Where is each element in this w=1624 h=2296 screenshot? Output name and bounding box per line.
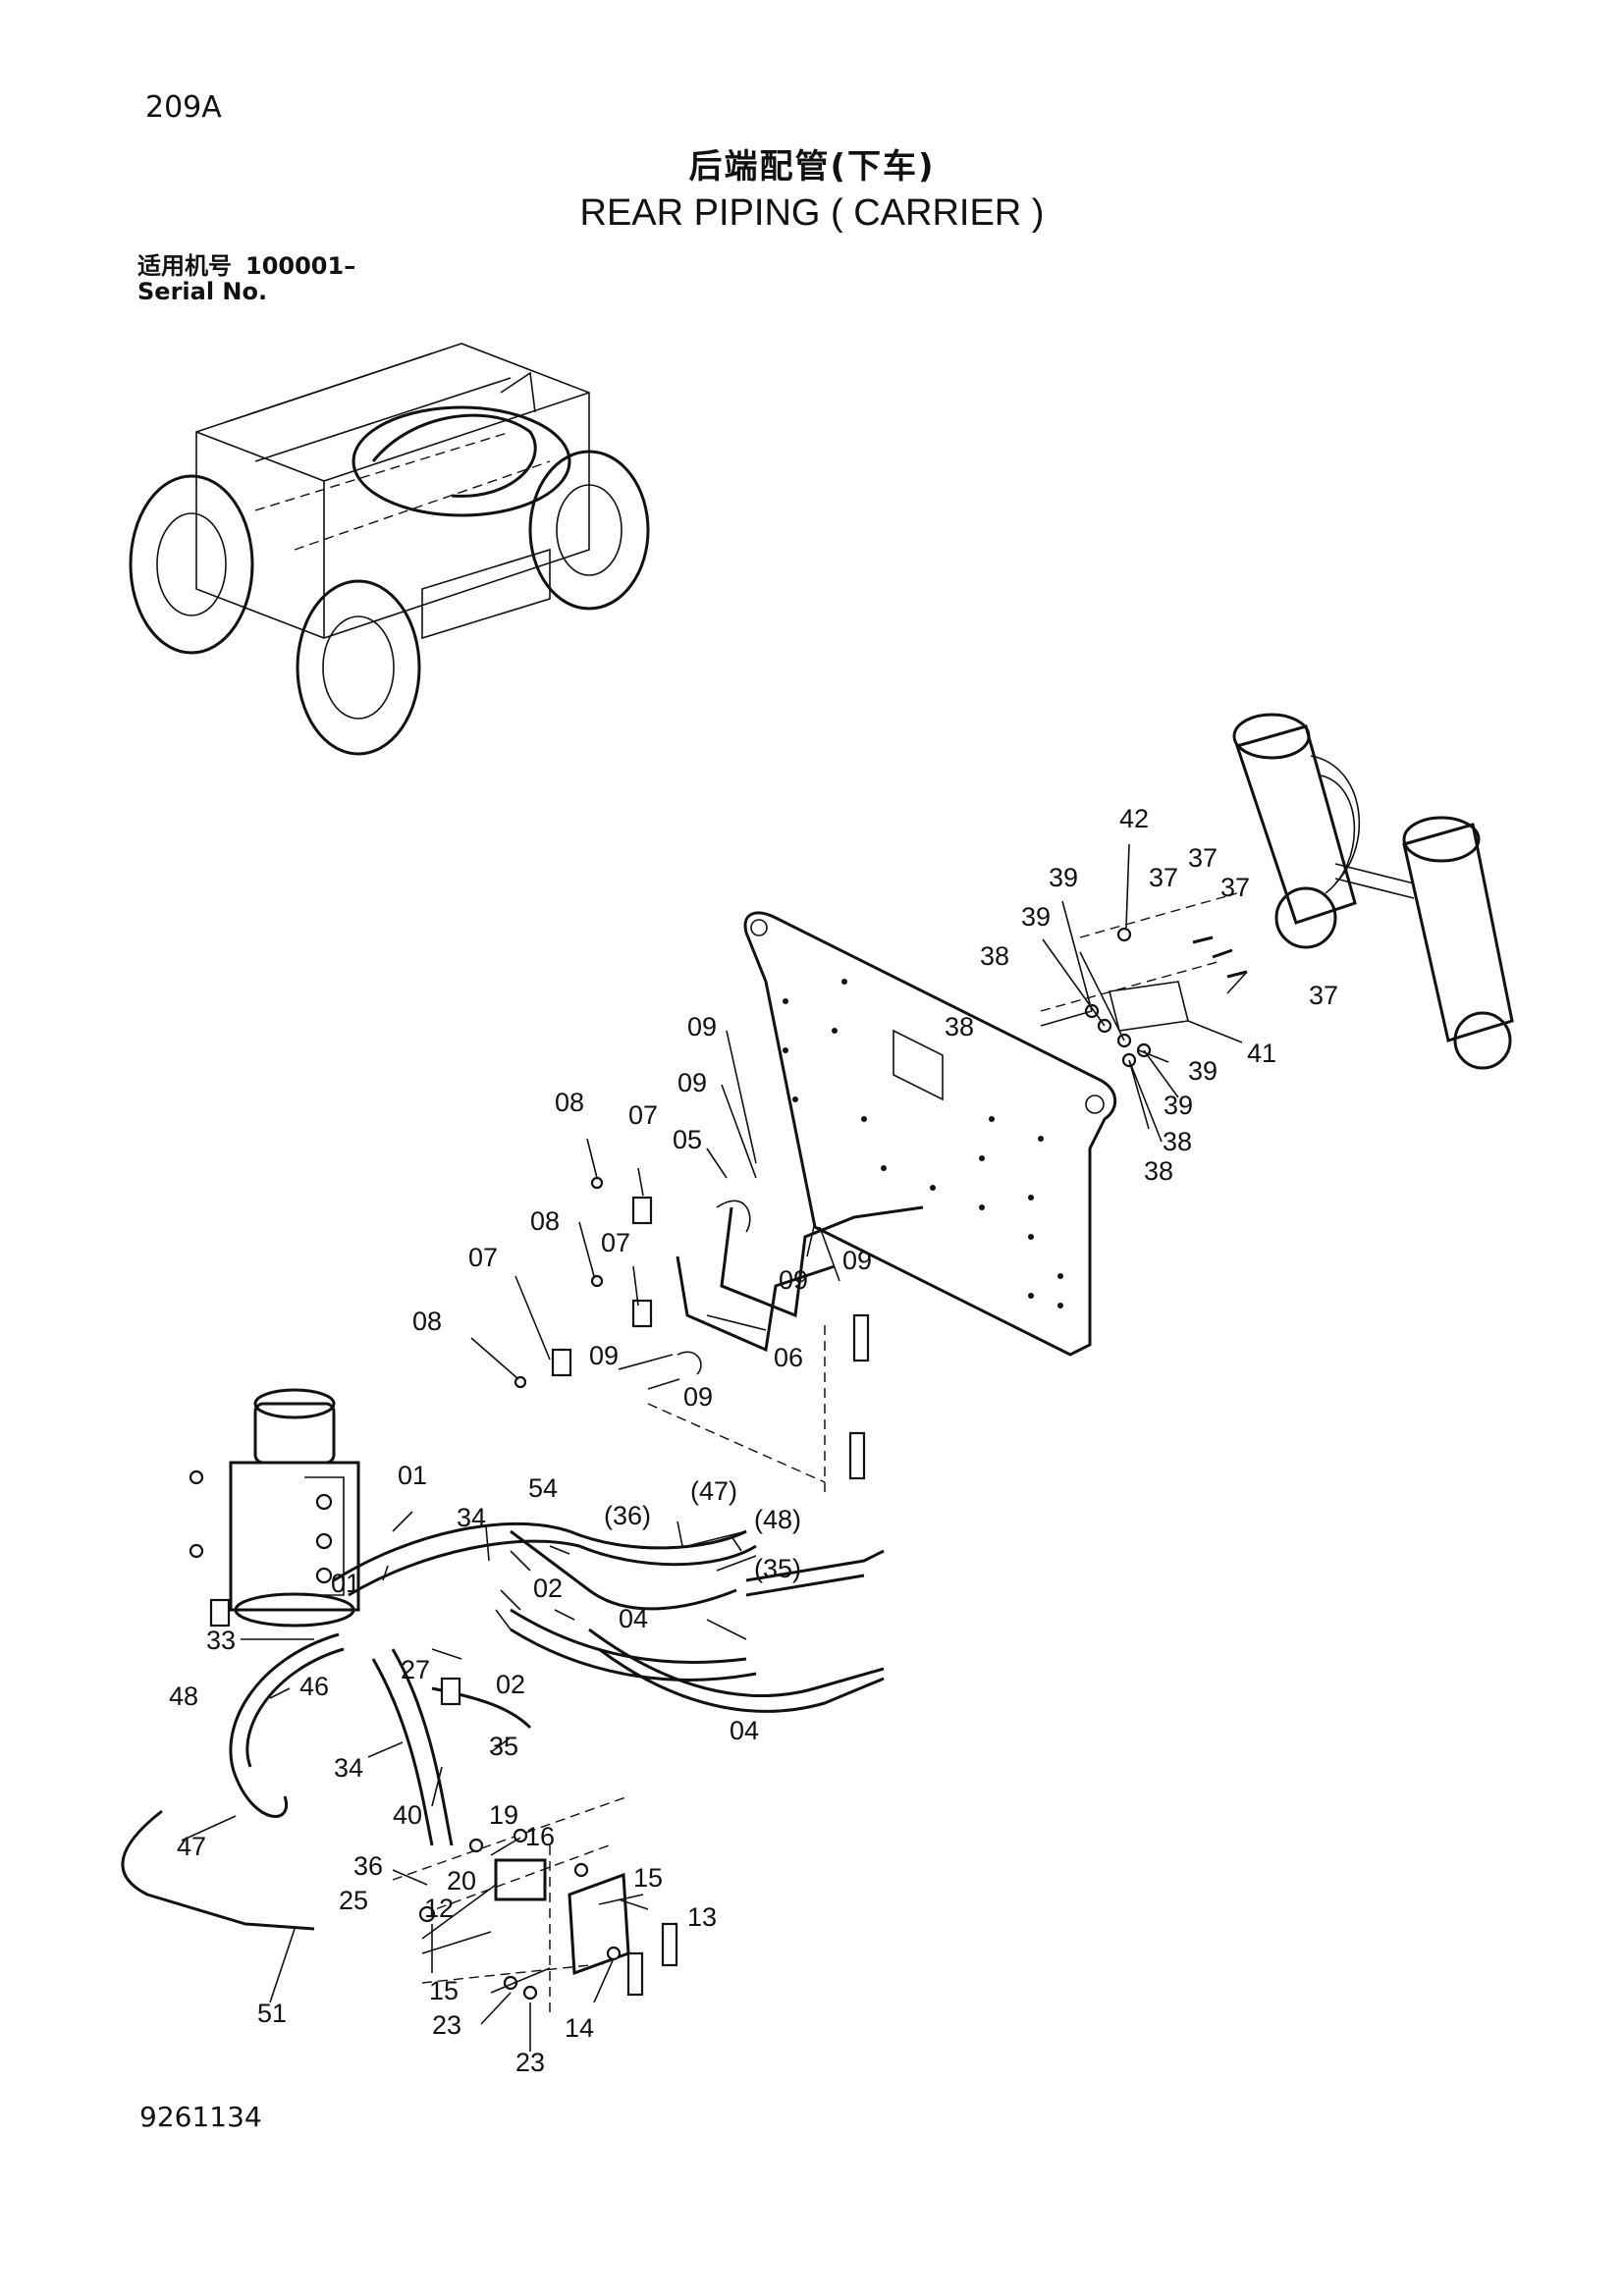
pipes-05-06 xyxy=(514,1176,924,1492)
callout-38: 38 xyxy=(945,1012,974,1041)
callout-20: 20 xyxy=(447,1866,476,1896)
callout-14: 14 xyxy=(565,2013,594,2043)
serial-label-chinese: 适用机号 xyxy=(137,252,232,280)
serial-label: Serial No. xyxy=(137,278,268,305)
carrier-overview-sketch xyxy=(129,343,650,756)
callout-36-ref: (36) xyxy=(604,1501,651,1530)
callout-09: 09 xyxy=(687,1012,717,1041)
callout-01: 01 xyxy=(398,1461,427,1490)
callout-09: 09 xyxy=(779,1265,808,1295)
callout-09: 09 xyxy=(842,1246,872,1275)
callout-35: 35 xyxy=(489,1732,518,1761)
callout-39: 39 xyxy=(1049,863,1078,892)
callout-38: 38 xyxy=(1163,1127,1192,1156)
hoses xyxy=(121,1522,885,1931)
callout-23: 23 xyxy=(515,2048,545,2077)
callout-13: 13 xyxy=(687,1902,717,1932)
callout-38: 38 xyxy=(980,941,1009,971)
leader-lines xyxy=(181,843,1248,2052)
callout-46: 46 xyxy=(299,1672,329,1701)
callout-47: 47 xyxy=(177,1832,206,1861)
document-number: 9261134 xyxy=(139,2101,262,2133)
callout-06: 06 xyxy=(774,1343,803,1372)
callout-35-ref: (35) xyxy=(754,1554,801,1583)
callout-05: 05 xyxy=(673,1125,702,1154)
callout-39: 39 xyxy=(1164,1091,1193,1120)
callout-07: 07 xyxy=(628,1100,658,1130)
serial-number-value: 100001– xyxy=(245,252,356,280)
callout-07: 07 xyxy=(601,1228,630,1257)
callout-08: 08 xyxy=(555,1088,584,1117)
serial-number-block: 适用机号 100001– Serial No. xyxy=(137,253,369,304)
callout-51: 51 xyxy=(257,1999,287,2028)
callout-02: 02 xyxy=(533,1574,563,1603)
steering-cylinders xyxy=(1232,713,1514,1070)
callout-37: 37 xyxy=(1188,843,1218,873)
callout-labels: 42 39 39 38 38 37 37 37 37 39 39 41 38 3… xyxy=(169,804,1338,2077)
page-code: 209A xyxy=(145,90,222,125)
callout-15: 15 xyxy=(633,1863,663,1893)
callout-39: 39 xyxy=(1188,1056,1218,1086)
callout-19: 19 xyxy=(489,1800,518,1830)
callout-37: 37 xyxy=(1149,863,1178,892)
callout-37: 37 xyxy=(1309,981,1338,1010)
callout-25: 25 xyxy=(339,1886,368,1915)
callout-48: 48 xyxy=(169,1682,198,1711)
callout-09: 09 xyxy=(589,1341,619,1370)
callout-12: 12 xyxy=(424,1894,454,1923)
callout-54: 54 xyxy=(528,1473,558,1503)
callout-40: 40 xyxy=(393,1800,422,1830)
callout-02: 02 xyxy=(496,1670,525,1699)
callout-15: 15 xyxy=(429,1976,459,2005)
callout-34: 34 xyxy=(457,1503,486,1532)
callout-42: 42 xyxy=(1119,804,1149,833)
callout-27: 27 xyxy=(401,1655,430,1684)
callout-47-ref: (47) xyxy=(690,1476,737,1506)
callout-08: 08 xyxy=(530,1206,560,1236)
page-title-chinese: 后端配管(下车) xyxy=(688,147,936,187)
callout-09: 09 xyxy=(683,1382,713,1412)
callout-41: 41 xyxy=(1247,1039,1276,1068)
callout-34: 34 xyxy=(334,1753,363,1783)
callout-39: 39 xyxy=(1021,902,1051,932)
callout-48-ref: (48) xyxy=(754,1505,801,1534)
callout-37: 37 xyxy=(1220,873,1250,902)
callout-36: 36 xyxy=(353,1851,383,1881)
callout-23: 23 xyxy=(432,2010,461,2040)
callout-01: 01 xyxy=(331,1569,360,1598)
callout-08: 08 xyxy=(412,1307,442,1336)
callout-16: 16 xyxy=(525,1822,555,1851)
callout-04: 04 xyxy=(730,1716,759,1745)
callout-38: 38 xyxy=(1144,1156,1173,1186)
callout-07: 07 xyxy=(468,1243,498,1272)
callout-33: 33 xyxy=(206,1626,236,1655)
page-title: REAR PIPING ( CARRIER ) xyxy=(579,192,1045,234)
callout-04: 04 xyxy=(619,1604,648,1633)
callout-09: 09 xyxy=(677,1068,707,1097)
center-joint xyxy=(189,1388,360,1628)
rear-plate xyxy=(743,911,1117,1357)
